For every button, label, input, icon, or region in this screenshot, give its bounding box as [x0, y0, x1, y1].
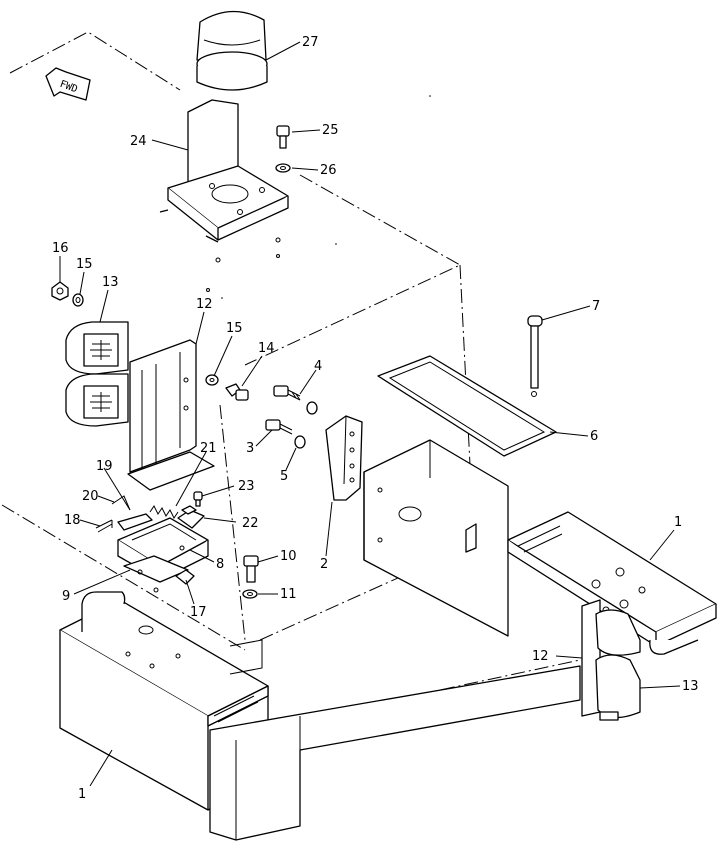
callout-13-left: 13	[102, 275, 119, 290]
callout-20: 20	[82, 489, 99, 504]
bolt-4	[273, 385, 301, 401]
machine-outline	[1, 31, 581, 721]
callout-22: 22	[242, 516, 259, 531]
callout-11: 11	[280, 587, 297, 602]
callout-16: 16	[52, 241, 69, 256]
stray-dots	[221, 95, 431, 299]
callout-10: 10	[280, 549, 297, 564]
callout-25: 25	[322, 123, 339, 138]
washer-11	[242, 589, 258, 599]
beacon-lamp	[196, 10, 268, 91]
forward-arrow-icon: FWD	[45, 67, 91, 101]
callout-18: 18	[64, 513, 81, 528]
rod-7	[527, 315, 543, 397]
callout-2: 2	[320, 557, 328, 572]
nut-16	[51, 281, 69, 301]
pin-18	[95, 519, 113, 533]
bolt-14	[225, 383, 249, 401]
leader-lines	[59, 41, 681, 787]
block-22	[177, 505, 205, 529]
callout-14: 14	[258, 341, 275, 356]
washer-15-left	[72, 293, 84, 307]
callout-1-right: 1	[674, 515, 682, 530]
callout-5: 5	[280, 469, 288, 484]
callout-15-mid: 15	[226, 321, 243, 336]
callout-labels: 27 24 25 26 16 15 13 12 15 14 4 7 6 3 5 …	[52, 35, 699, 802]
lamp-assembly-right	[581, 599, 641, 721]
washer-4	[306, 401, 318, 415]
callout-6: 6	[590, 429, 598, 444]
callout-21: 21	[200, 441, 217, 456]
lever-19	[117, 513, 153, 531]
callout-7: 7	[592, 299, 600, 314]
switch-bracket-2	[325, 415, 363, 501]
fastener-dots	[206, 237, 281, 292]
base-plate-9	[123, 555, 189, 593]
callout-24: 24	[130, 134, 147, 149]
battery-box-center	[363, 439, 509, 637]
callout-4: 4	[314, 359, 322, 374]
washer-15-mid	[205, 374, 219, 386]
callout-3: 3	[246, 441, 254, 456]
pin-20	[111, 495, 131, 511]
lamp-mount-bracket-left	[127, 339, 215, 491]
screw-23	[193, 491, 203, 507]
callout-12-left: 12	[196, 297, 213, 312]
callout-27: 27	[302, 35, 319, 50]
callout-8: 8	[216, 557, 224, 572]
bolt-25	[276, 125, 290, 149]
lamp-bracket	[159, 99, 289, 243]
washer-26	[275, 163, 291, 173]
battery-cover-6	[377, 355, 557, 457]
callout-1-left: 1	[78, 787, 86, 802]
washer-5	[294, 435, 306, 449]
callout-12-right: 12	[532, 649, 549, 664]
bolt-10	[243, 555, 259, 583]
work-lamp-assembly-left	[65, 321, 129, 427]
spring-21	[149, 505, 179, 519]
bolt-17	[175, 569, 195, 585]
frame-lower	[209, 639, 581, 841]
callout-9: 9	[62, 589, 70, 604]
callout-17: 17	[190, 605, 207, 620]
bolt-3	[265, 419, 293, 435]
callout-19: 19	[96, 459, 113, 474]
callout-23: 23	[238, 479, 255, 494]
callout-13-right: 13	[682, 679, 699, 694]
callout-15-left: 15	[76, 257, 93, 272]
callout-26: 26	[320, 163, 337, 178]
